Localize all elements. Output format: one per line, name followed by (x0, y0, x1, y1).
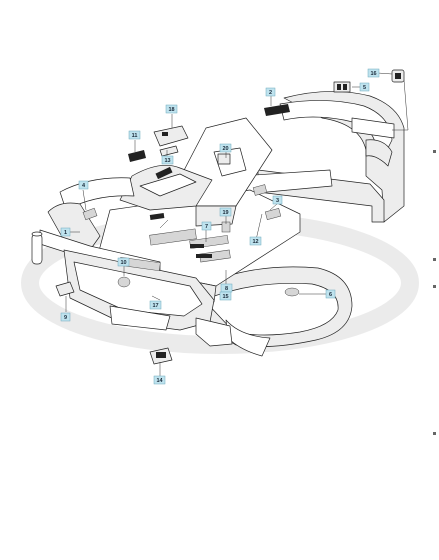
callout-8: 8 (220, 283, 233, 293)
callout-2-text: 2 (269, 90, 272, 96)
callout-9-text: 9 (64, 315, 67, 321)
callout-15: 15 (219, 291, 232, 301)
callout-7-text: 7 (205, 224, 208, 230)
callout-3-text: 3 (276, 198, 279, 204)
decal-part-16 (391, 69, 405, 83)
decal-part-2 (264, 104, 290, 116)
callout-19-text: 19 (222, 210, 228, 216)
callout-14: 14 (153, 375, 166, 385)
edge-mark (433, 150, 436, 153)
callout-13: 13 (161, 155, 174, 165)
callout-17: 17 (149, 300, 162, 310)
edge-mark (433, 432, 436, 435)
callout-6-text: 6 (329, 292, 332, 298)
mower-deck-assembly (31, 91, 405, 357)
callout-18: 18 (165, 104, 178, 114)
decal-part-13 (159, 145, 179, 157)
callout-16-text: 16 (370, 71, 376, 77)
edge-mark (433, 285, 436, 288)
decal-part-18 (153, 125, 189, 147)
callout-11-text: 11 (132, 133, 138, 139)
callout-19: 19 (219, 207, 232, 217)
callout-20: 20 (219, 143, 232, 153)
callout-8-text: 8 (225, 286, 228, 292)
decal-part-14 (149, 347, 173, 365)
callout-7: 7 (201, 221, 212, 231)
decal-part-11 (128, 150, 146, 162)
leader-lines (65, 72, 409, 376)
callout-1: 1 (60, 227, 71, 237)
callout-15-text: 15 (222, 294, 228, 300)
callout-12-text: 12 (252, 239, 258, 245)
callout-5-text: 5 (363, 85, 366, 91)
callout-10-text: 10 (120, 260, 126, 266)
callout-20-text: 20 (222, 146, 228, 152)
decal-part-20 (217, 153, 231, 165)
callout-11: 11 (128, 130, 141, 140)
callout-2: 2 (265, 87, 276, 97)
callout-4-text: 4 (82, 183, 86, 189)
callout-17-text: 17 (152, 303, 158, 309)
callout-3: 3 (272, 195, 283, 205)
callout-14-text: 14 (156, 378, 163, 384)
edge-mark (433, 258, 436, 261)
callout-5: 5 (359, 82, 370, 92)
callout-9: 9 (60, 312, 71, 322)
decal-part-9 (55, 281, 75, 297)
callout-10: 10 (117, 257, 130, 267)
callout-6: 6 (325, 289, 336, 299)
callout-16: 16 (367, 68, 380, 78)
callout-12: 12 (249, 236, 262, 246)
callout-1-text: 1 (64, 230, 67, 236)
callout-13-text: 13 (164, 158, 170, 164)
callout-18-text: 18 (168, 107, 174, 113)
decal-part-5 (333, 81, 351, 93)
callout-4: 4 (78, 180, 89, 190)
